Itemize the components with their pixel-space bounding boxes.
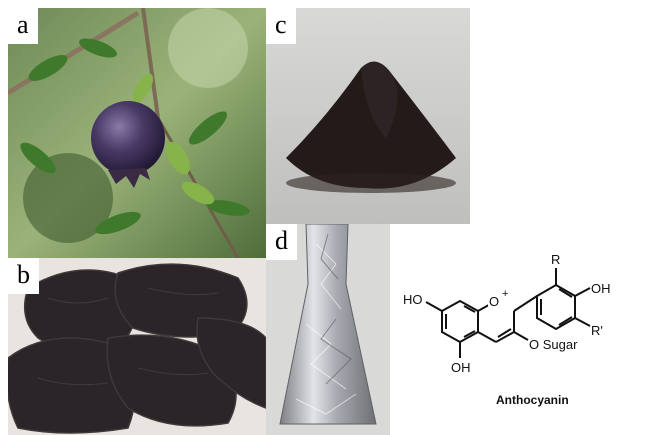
anthocyanin-structure-diagram: O + HO OH O Sugar R OH R' Anthocyanin	[403, 252, 611, 407]
powder-pile-image	[266, 8, 470, 224]
compound-name: Anthocyanin	[496, 393, 569, 407]
panel-label-b: b	[8, 258, 39, 294]
panel-d: d	[266, 224, 390, 435]
oxonium-charge-label: +	[502, 288, 508, 300]
ring-oxygen-label: O	[489, 294, 499, 309]
panel-label-a: a	[8, 8, 38, 44]
anthocyanin-structure: O + HO OH O Sugar R OH R' Anthocyanin	[390, 224, 657, 435]
sugar-label: O Sugar	[529, 337, 578, 352]
panel-c: c	[266, 8, 470, 224]
panel-label-c: c	[266, 8, 296, 44]
panel-a: a	[8, 8, 266, 258]
bottom-hydroxyl-label: OH	[451, 360, 471, 375]
r-prime-substituent-label: R'	[591, 323, 603, 338]
foil-flask-image	[266, 224, 390, 435]
fruit-on-branch-image	[8, 8, 266, 258]
dried-peels-image	[8, 258, 266, 435]
panel-b: b	[8, 258, 266, 435]
panel-label-d: d	[266, 224, 297, 260]
r-substituent-label: R	[551, 252, 560, 267]
right-hydroxyl-label: OH	[591, 281, 611, 296]
left-hydroxyl-label: HO	[403, 292, 423, 307]
